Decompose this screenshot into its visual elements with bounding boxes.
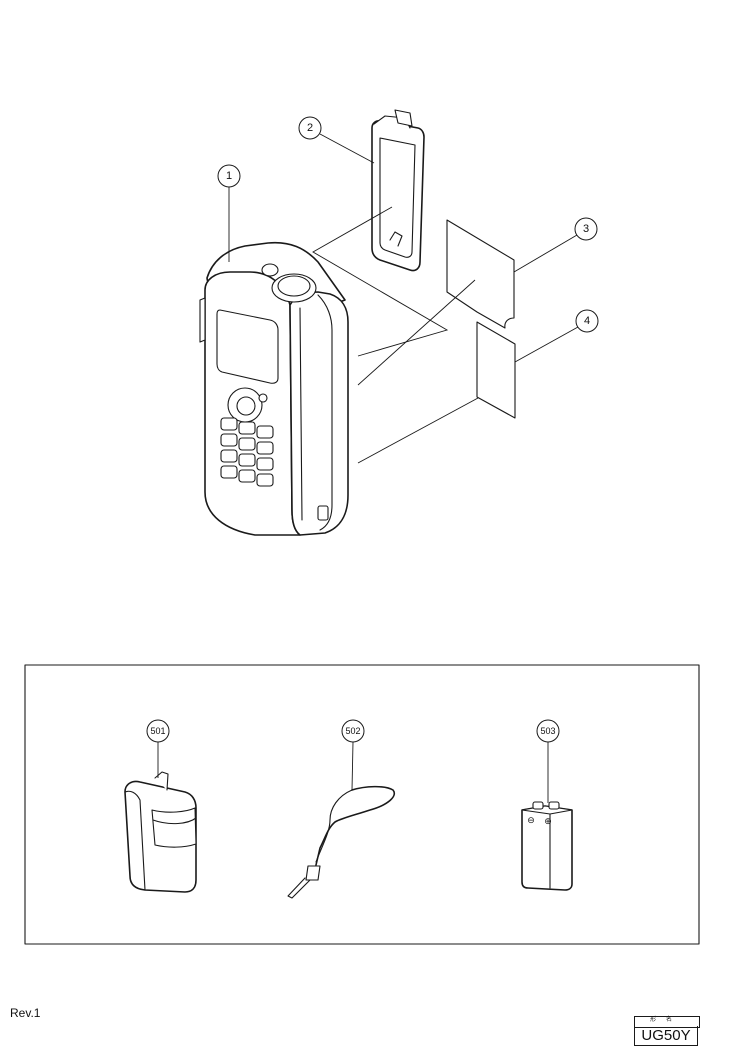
- battery-negative-mark: ⊖: [527, 815, 535, 825]
- svg-text:4: 4: [584, 315, 590, 327]
- strap-drawing: [287, 785, 395, 899]
- callout-503: 503: [536, 719, 560, 803]
- assembly-lines: [312, 206, 479, 464]
- model-number: UG50Y: [641, 1027, 691, 1044]
- model-header-box: [634, 1016, 700, 1028]
- svg-text:2: 2: [307, 122, 313, 134]
- svg-text:3: 3: [583, 223, 589, 235]
- callout-501: 501: [146, 719, 170, 778]
- callout-4: 4: [514, 309, 599, 363]
- callout-2: 2: [298, 116, 375, 164]
- battery-drawing: ⊖ ⊕: [521, 801, 573, 891]
- main-body-drawing: [199, 241, 349, 536]
- callout-1: 1: [217, 164, 241, 262]
- case-drawing: [124, 771, 197, 893]
- accessories-frame: [24, 664, 700, 945]
- battery-cover-drawing: [371, 109, 425, 272]
- model-header-label: 形名: [649, 1017, 682, 1023]
- callout-502: 502: [341, 719, 365, 791]
- callout-3: 3: [513, 217, 598, 273]
- battery-positive-mark: ⊕: [544, 816, 552, 826]
- svg-text:503: 503: [540, 726, 555, 736]
- svg-text:502: 502: [345, 726, 360, 736]
- label-4-drawing: [476, 321, 516, 419]
- label-3-drawing: [446, 219, 515, 329]
- svg-text:1: 1: [226, 170, 232, 182]
- svg-text:501: 501: [150, 726, 165, 736]
- revision-label: Rev.1: [10, 1006, 41, 1020]
